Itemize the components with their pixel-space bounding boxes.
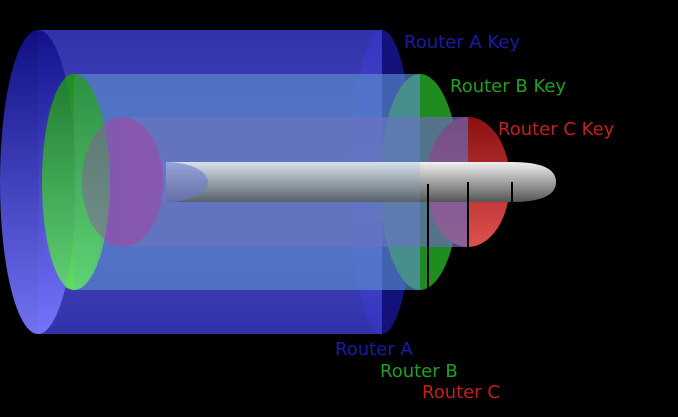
router-b-key-label: Router B Key [450,76,566,97]
payload-shape [166,162,556,202]
router-a-label: Router A [335,339,413,360]
router-b-overlay [74,74,420,290]
router-c-key-label: Router C Key [498,119,615,140]
router-b-label: Router B [380,361,458,382]
router-c-label: Router C [422,382,500,403]
router-a-key-label: Router A Key [404,32,520,53]
router-c-front-cap-inner [82,118,162,246]
router-b-front-cap-inner [42,74,106,290]
